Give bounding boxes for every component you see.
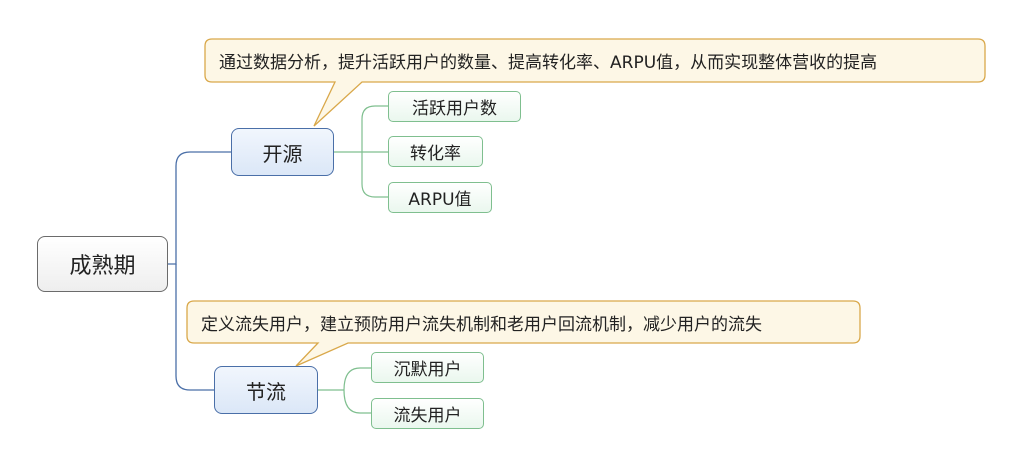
connector-kaiyuan-leaf-3 bbox=[361, 152, 388, 198]
leaf-arpu[interactable]: ARPU值 bbox=[388, 182, 492, 213]
callout-bubble-2 bbox=[186, 300, 861, 367]
connector-jieliu-leaf-2 bbox=[343, 389, 371, 414]
leaf-churned-users[interactable]: 流失用户 bbox=[371, 398, 484, 429]
root-node[interactable]: 成熟期 bbox=[37, 236, 168, 292]
callout-jieliu: 定义流失用户，建立预防用户流失机制和老用户回流机制，减少用户的流失 bbox=[201, 314, 762, 335]
branch-kaiyuan[interactable]: 开源 bbox=[231, 128, 334, 176]
connector-jieliu-leaf-1 bbox=[343, 367, 371, 391]
connector-kaiyuan-leaf-1 bbox=[361, 105, 388, 152]
callout-kaiyuan: 通过数据分析，提升活跃用户的数量、提高转化率、ARPU值，从而实现整体营收的提高 bbox=[219, 53, 878, 73]
connector-root-jieliu bbox=[175, 264, 214, 391]
leaf-active-users[interactable]: 活跃用户数 bbox=[388, 91, 521, 122]
branch-jieliu[interactable]: 节流 bbox=[214, 366, 318, 414]
leaf-conversion-rate[interactable]: 转化率 bbox=[388, 136, 483, 167]
leaf-silent-users[interactable]: 沉默用户 bbox=[371, 352, 484, 383]
connector-root-kaiyuan bbox=[168, 151, 231, 265]
callout-bubble-1 bbox=[204, 38, 986, 127]
